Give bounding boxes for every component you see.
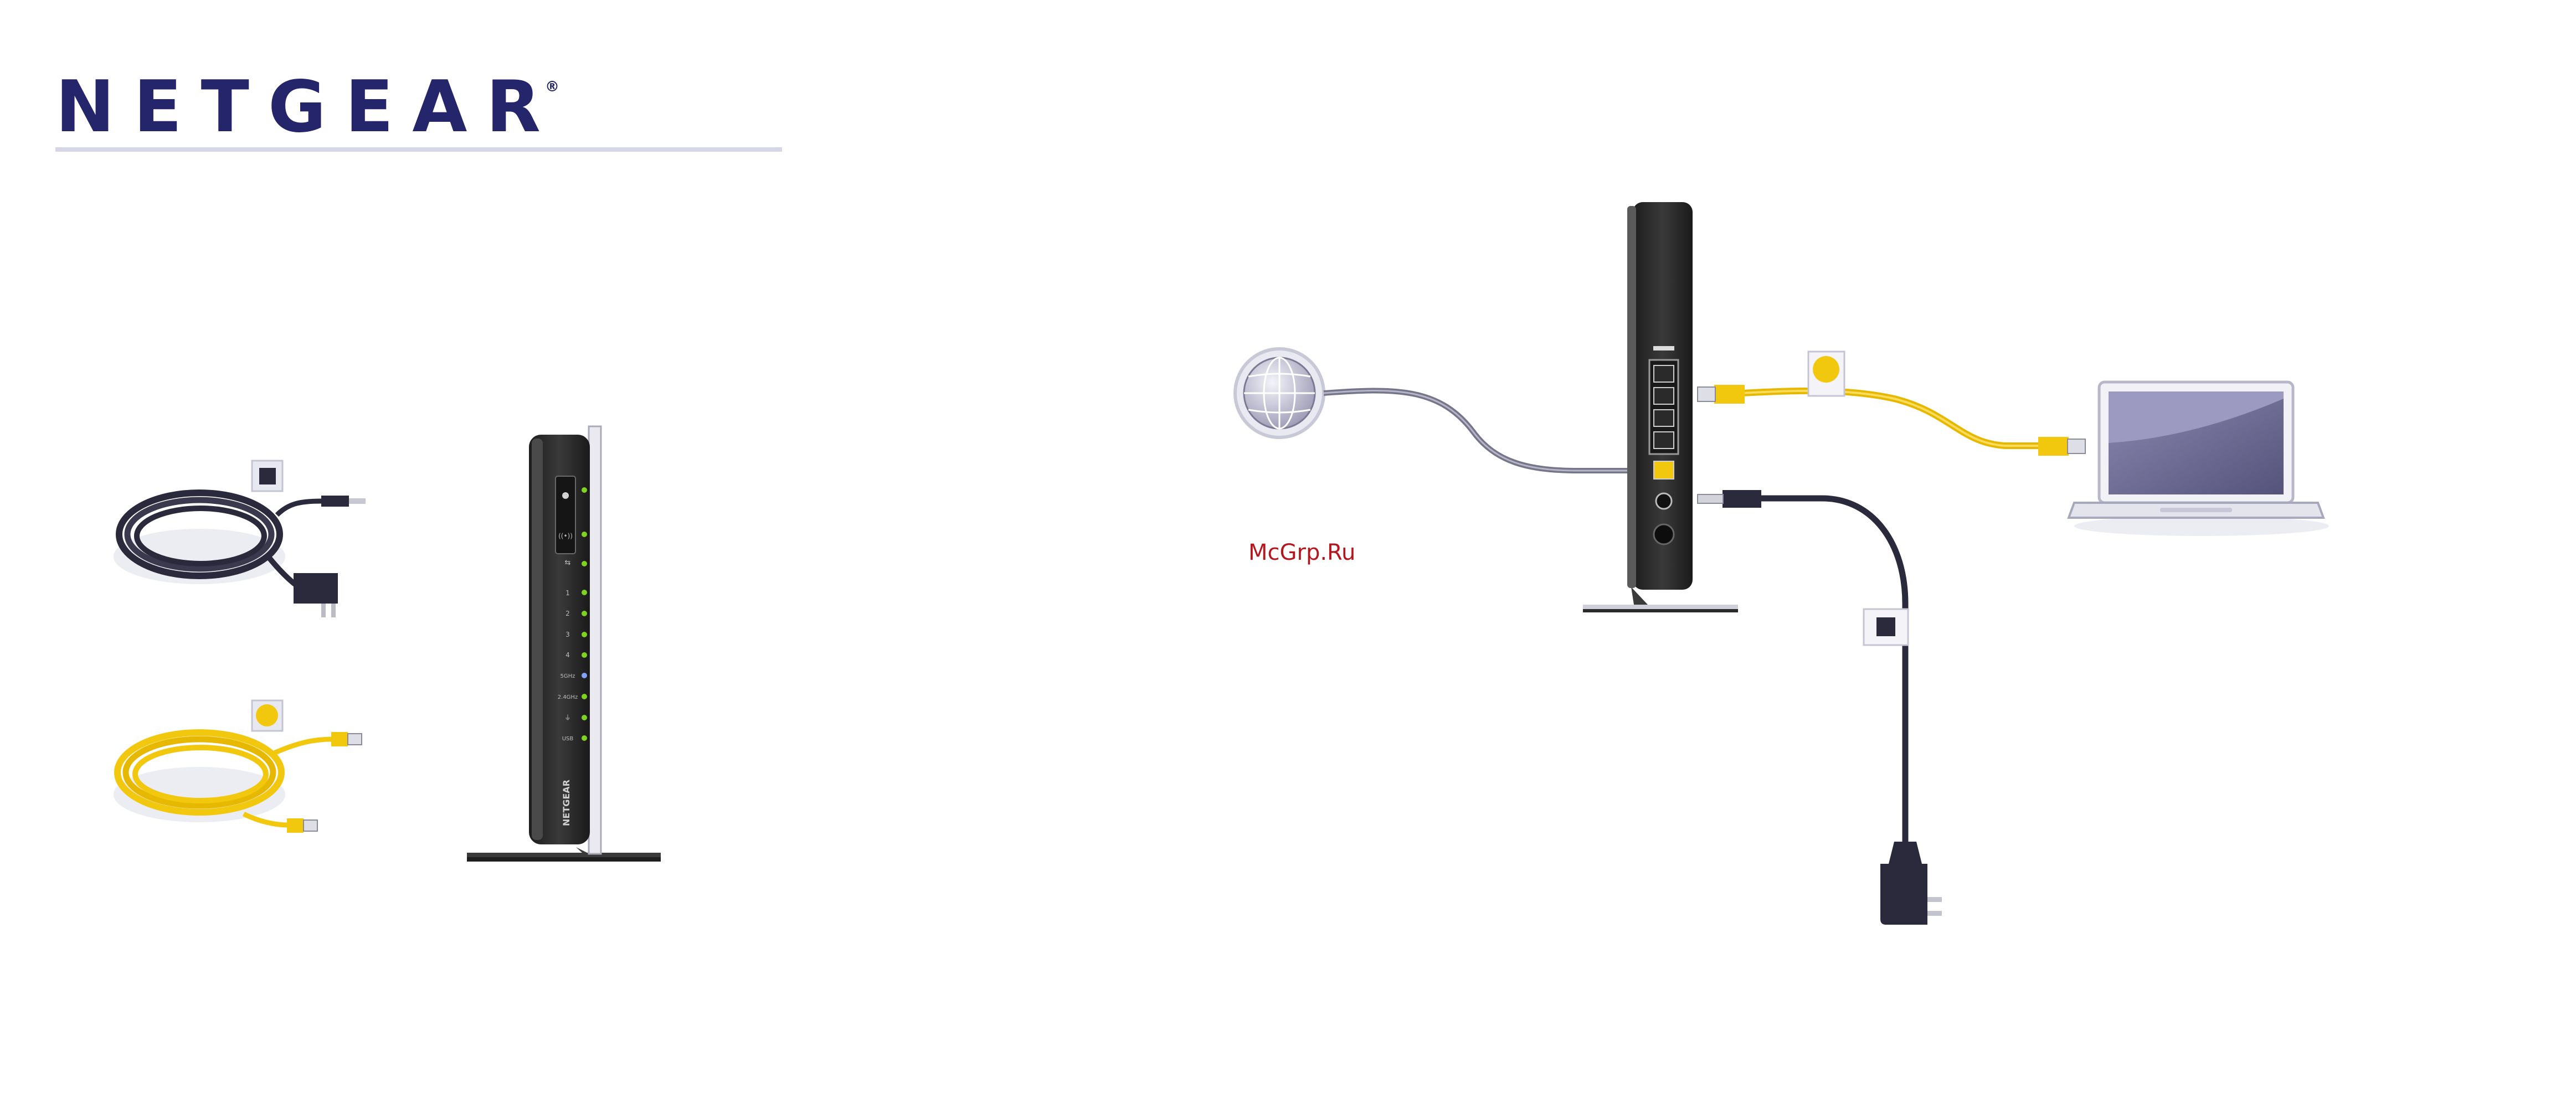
led-label-lan3: 3 <box>565 631 570 638</box>
led-label-power: ⏻ <box>562 492 568 500</box>
led-label-usb: USB <box>562 736 574 742</box>
led-dot <box>582 632 587 637</box>
led-label-5ghz: 5GHz <box>561 673 575 679</box>
router-back-view <box>1583 202 1738 612</box>
power-tag-icon <box>1864 609 1908 645</box>
led-dot <box>582 590 587 595</box>
power-jack <box>1656 493 1672 509</box>
led-label-lan4: 4 <box>565 651 570 659</box>
wan-port <box>1654 461 1674 479</box>
ethernet-tag-icon <box>252 700 282 731</box>
ethernet-cable-coiled <box>114 700 362 833</box>
led-dot <box>582 487 587 493</box>
led-dot <box>582 652 587 658</box>
led-label-wireless: ((•)) <box>558 532 573 540</box>
power-switch <box>1654 524 1674 544</box>
led-dot <box>582 735 587 741</box>
led-dot <box>582 694 587 699</box>
led-label-wps: ⏚ <box>564 714 571 721</box>
led-label-lan1: 1 <box>565 589 570 597</box>
router-front-view: ⏻ ((•)) ⇆ 1 2 3 4 5GHz 2.4GHz ⏚ USB <box>467 426 661 862</box>
laptop-icon <box>2069 382 2329 536</box>
led-dot <box>582 611 587 616</box>
led-dot <box>582 561 587 566</box>
power-adapter-coiled <box>114 461 366 617</box>
led-dot <box>582 532 587 537</box>
power-tag-icon <box>252 461 282 491</box>
lan-ports <box>1649 360 1678 454</box>
internet-globe-icon <box>1235 349 1324 437</box>
ethernet-to-laptop <box>1698 352 2085 456</box>
router-brand-label: NETGEAR <box>561 780 572 826</box>
internet-cable <box>1324 390 1656 471</box>
led-dot <box>582 715 587 720</box>
led-label-24ghz: 2.4GHz <box>558 694 578 700</box>
led-label-lan2: 2 <box>565 610 570 617</box>
power-cable <box>1698 490 1942 925</box>
led-dot <box>582 673 587 678</box>
ethernet-tag-icon <box>1808 352 1844 396</box>
led-label-internet: ⇆ <box>565 559 571 567</box>
